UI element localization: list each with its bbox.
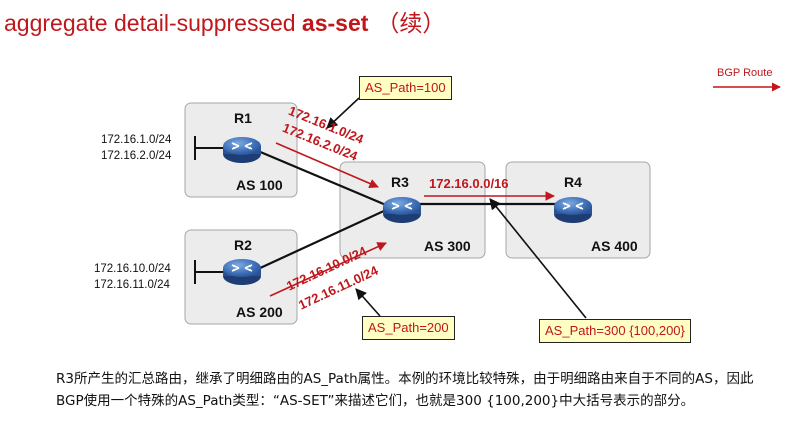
r2-network-label: 172.16.11.0/24 <box>94 279 170 291</box>
as-label-r1: AS 100 <box>236 177 283 193</box>
router-icon-r4 <box>553 196 593 224</box>
as-label-r4: AS 400 <box>591 238 638 254</box>
as-path-box-r2: AS_Path=200 <box>362 316 455 340</box>
router-name-r4: R4 <box>564 174 582 190</box>
callout-pointer-r1 <box>326 97 360 129</box>
r1-network-stub <box>194 136 224 160</box>
as-label-r2: AS 200 <box>236 304 283 320</box>
legend-label: BGP Route <box>717 67 773 79</box>
router-name-r3: R3 <box>391 174 409 190</box>
router-icon-r3 <box>382 196 422 224</box>
title-suffix: （续） <box>376 11 446 37</box>
bgp-route-arrow-r2-r3 <box>269 242 387 297</box>
router-icon-r2 <box>222 258 262 286</box>
link-r2-r3 <box>257 209 387 270</box>
router-name-r1: R1 <box>234 110 252 126</box>
bgp-route-arrow-r1-r3 <box>275 142 379 188</box>
router-icon-r1 <box>222 136 262 164</box>
r1-network-label: 172.16.1.0/24 <box>101 134 172 146</box>
callout-pointer-r4 <box>489 198 587 319</box>
title-keyword: as-set <box>301 10 369 36</box>
caption-text: R3所产生的汇总路由，继承了明细路由的AS_Path属性。本例的环境比较特殊，由… <box>56 371 754 409</box>
router-name-r2: R2 <box>234 237 252 253</box>
r2-network-label: 172.16.10.0/24 <box>94 263 171 275</box>
as-path-box-r4: AS_Path=300 {100,200} <box>539 319 691 343</box>
title-prefix: aggregate detail-suppressed <box>4 10 302 36</box>
as-label-r3: AS 300 <box>424 238 471 254</box>
page-title: aggregate detail-suppressed as-set （续） <box>4 4 445 38</box>
route-label-r3-r4: 172.16.0.0/16 <box>429 176 509 191</box>
link-r1-r3 <box>257 149 387 207</box>
callout-pointer-r2 <box>355 288 381 317</box>
r1-network-label: 172.16.2.0/24 <box>101 150 172 162</box>
r2-network-stub <box>194 260 224 284</box>
as-path-box-r1: AS_Path=100 <box>359 76 452 100</box>
